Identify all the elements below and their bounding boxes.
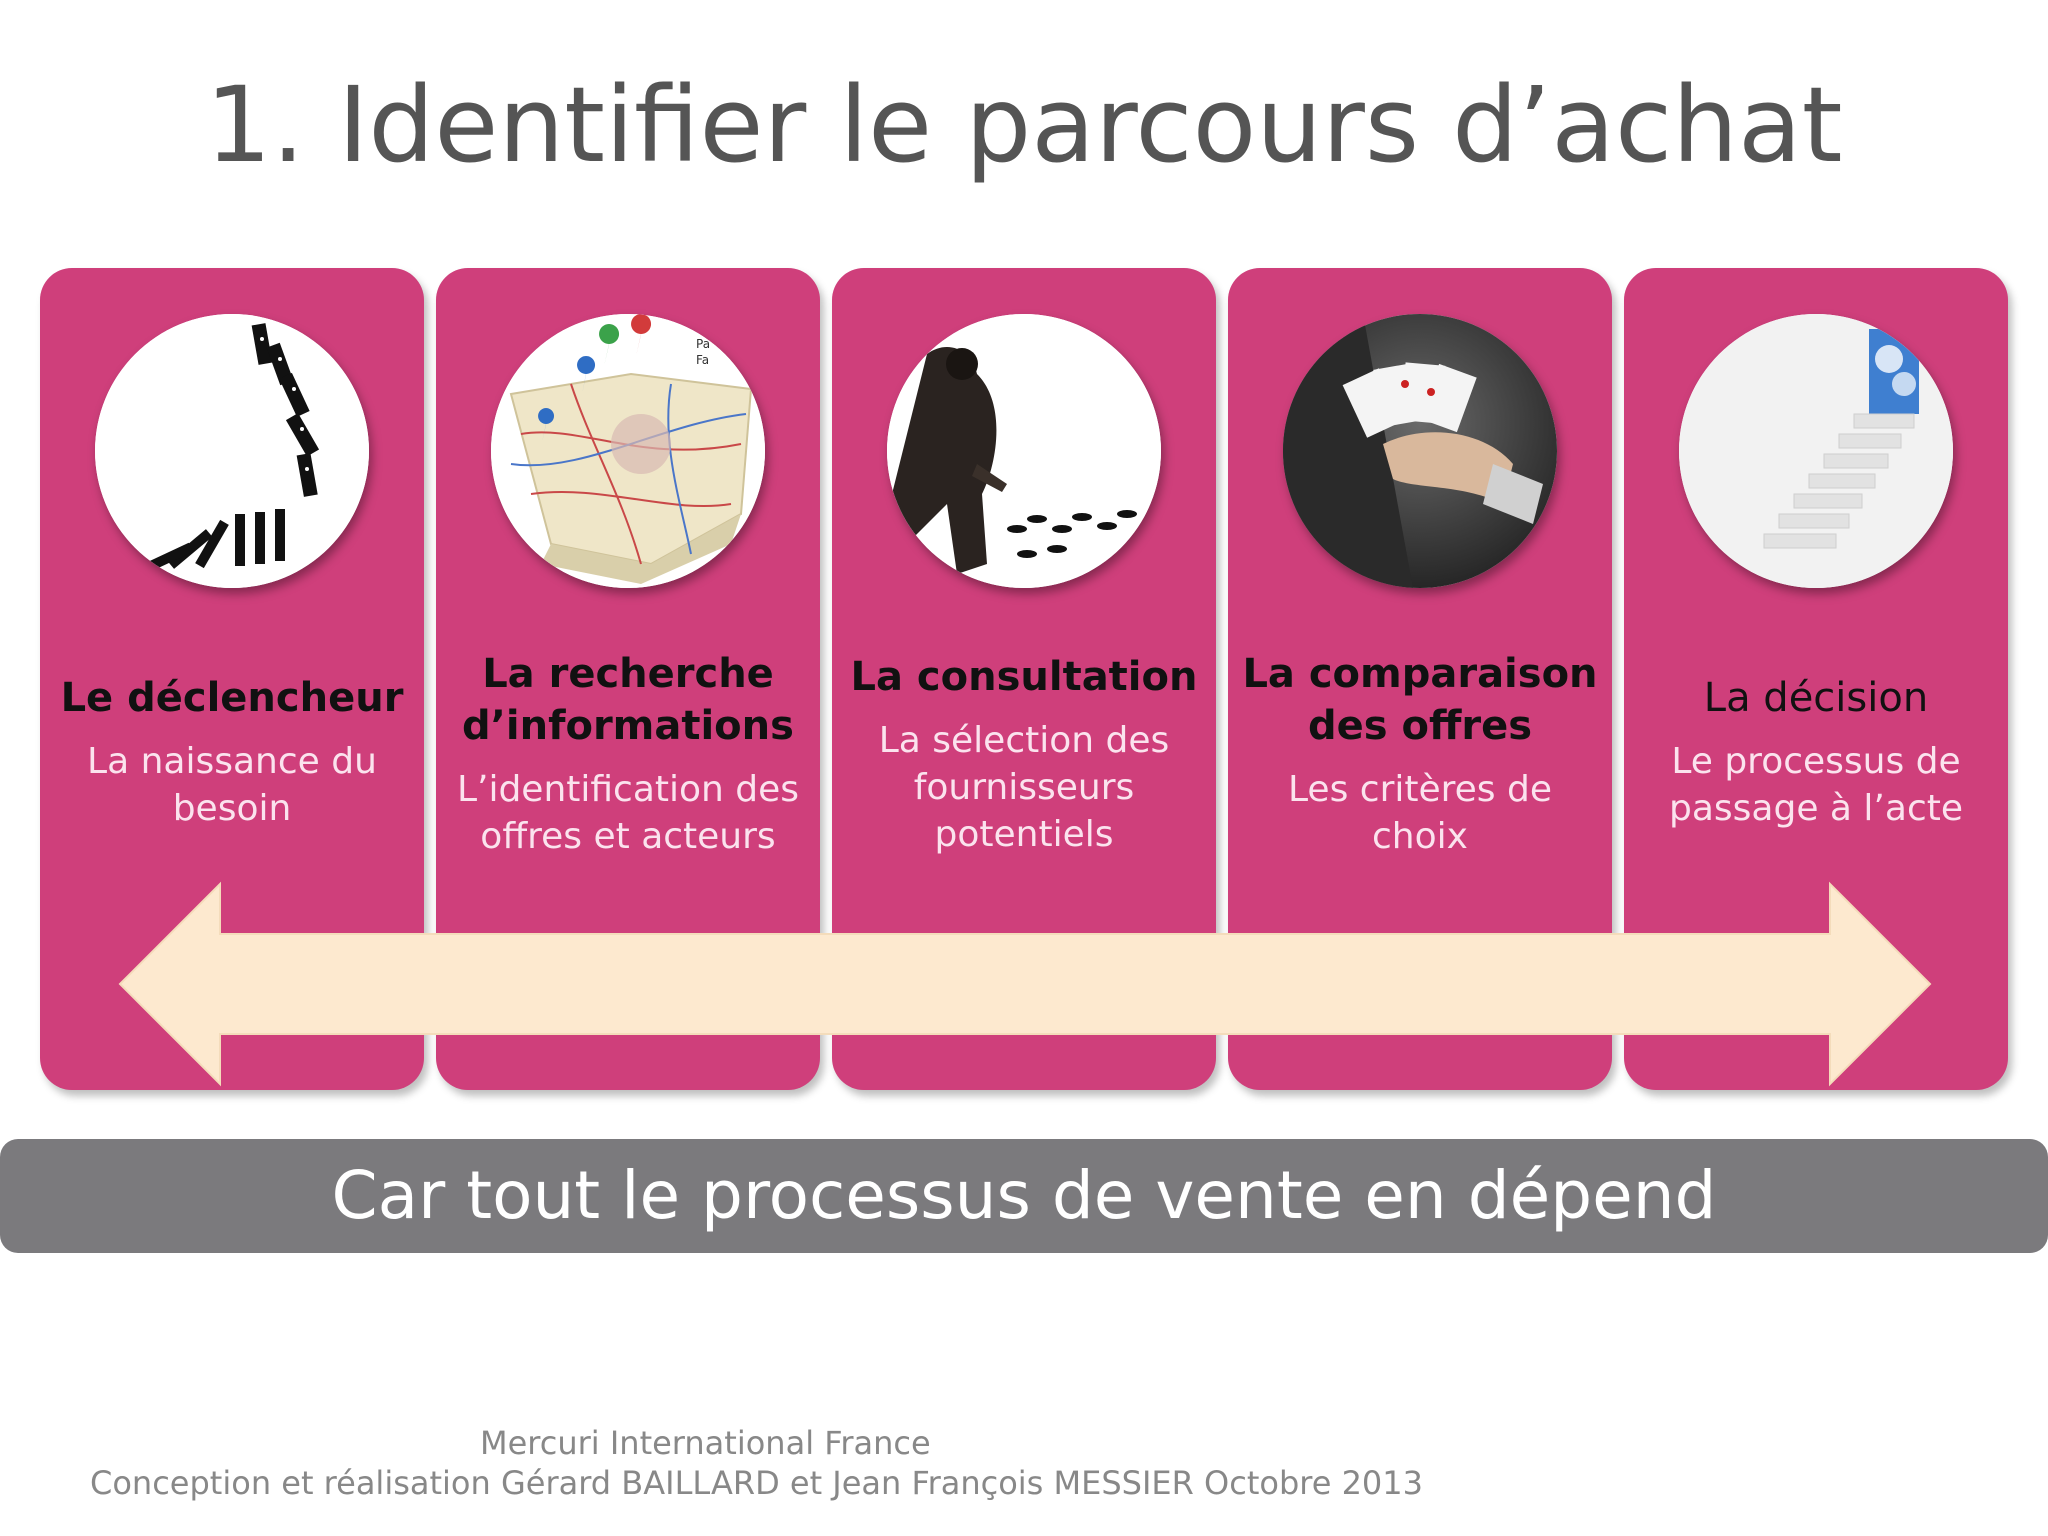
step-heading: La consultation [850, 654, 1198, 700]
step-heading: La recherche d’informations [462, 651, 794, 749]
footer-company: Mercuri International France [480, 1424, 931, 1462]
step-card-trigger: Le déclencheur La naissance du besoin [40, 268, 424, 1090]
svg-text:Fa: Fa [696, 353, 709, 367]
footer-credits: Conception et réalisation Gérard BAILLAR… [90, 1464, 1423, 1502]
hand-holding-cards-image [1283, 314, 1557, 588]
step-card-research: Pa Fa La recherche d’informations L’iden… [436, 268, 820, 1090]
step-heading: Le déclencheur [60, 675, 404, 721]
map-with-pins-image: Pa Fa [491, 314, 765, 588]
step-description: Les critères de choix [1288, 769, 1552, 857]
step-heading: La comparaison des offres [1242, 651, 1598, 749]
falling-dominoes-image [95, 314, 369, 588]
slide-title: 1. Identifier le parcours d’achat [205, 64, 1843, 186]
step-card-decision: La décision Le processus de passage à l’… [1624, 268, 2008, 1090]
step-description: La sélection des fournisseurs potentiels [878, 720, 1170, 855]
step-card-comparison: La comparaison des offres Les critères d… [1228, 268, 1612, 1090]
step-description: L’identification des offres et acteurs [456, 769, 800, 857]
stairs-to-door-image [1679, 314, 1953, 588]
step-card-consultation: La consultation La sélection des fournis… [832, 268, 1216, 1090]
step-description: La naissance du besoin [87, 741, 377, 829]
banner: Car tout le processus de vente en dépend [0, 1139, 2048, 1253]
step-description: Le processus de passage à l’acte [1669, 741, 1963, 829]
svg-text:Pa: Pa [696, 337, 710, 351]
man-following-footprints-image [887, 314, 1161, 588]
step-heading: La décision [1703, 675, 1929, 721]
